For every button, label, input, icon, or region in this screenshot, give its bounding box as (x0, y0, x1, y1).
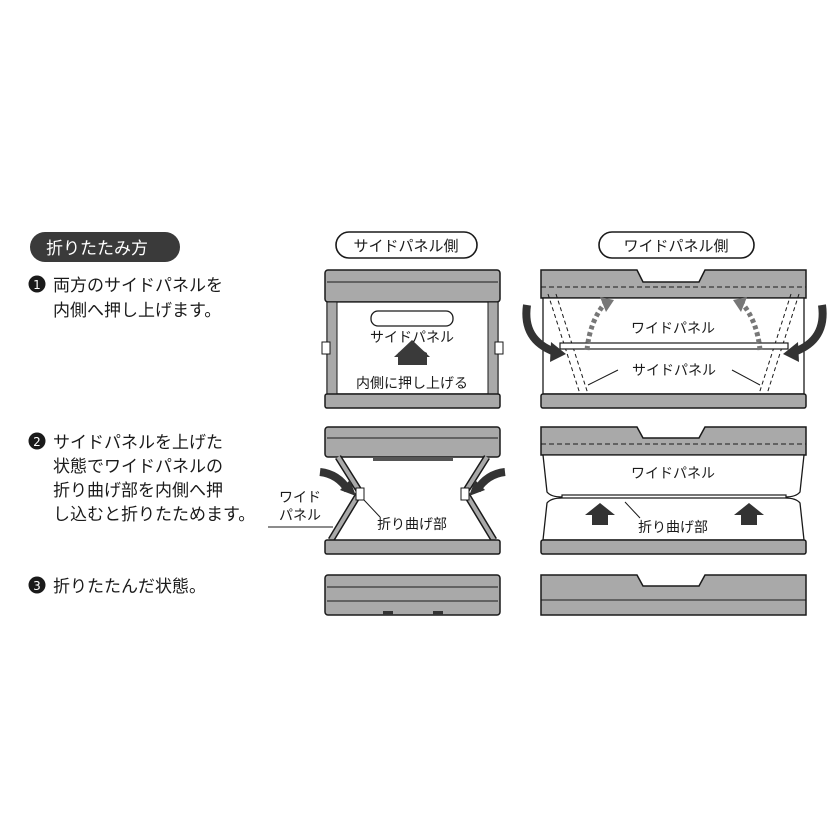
box-wide-view-step-1: ワイドパネル サイドパネル (522, 269, 827, 409)
box-side-view-step-1: サイドパネル 内側に押し上げる (321, 269, 504, 409)
step-2-line-4: し込むと折りたためます。 (53, 505, 255, 525)
step-3: 3 折りたたんだ状態。 (28, 576, 206, 597)
step-1-line-1: 両方のサイドパネルを (53, 276, 223, 296)
step-1-number: 1 (33, 278, 41, 292)
label-fold-part-2: 折り曲げ部 (638, 520, 708, 536)
step-2-line-1: サイドパネルを上げた (53, 433, 223, 453)
label-side-panel-2: サイドパネル (632, 363, 716, 379)
column-label-side: サイドパネル側 (335, 231, 478, 259)
box-side-view-folded (324, 574, 501, 616)
step-2: 2 サイドパネルを上げた 状態でワイドパネルの 折り曲げ部を内側へ押 し込むと折… (28, 432, 255, 525)
box-wide-view-step-2: ワイドパネル 折り曲げ部 (540, 426, 807, 555)
column-label-wide: ワイドパネル側 (598, 231, 755, 259)
svg-text:ワイドパネル側: ワイドパネル側 (623, 237, 728, 255)
step-2-line-3: 折り曲げ部を内側へ押 (53, 481, 223, 501)
box-wide-view-folded (540, 574, 807, 616)
svg-text:サイドパネル側: サイドパネル側 (353, 237, 458, 255)
heading-text: 折りたたみ方 (46, 239, 148, 259)
step-3-number: 3 (33, 579, 41, 593)
label-push-up: 内側に押し上げる (356, 376, 468, 392)
step-1-line-2: 内側へ押し上げます。 (53, 301, 221, 321)
label-wide-panel-2: ワイドパネル (631, 466, 715, 482)
step-3-line-1: 折りたたんだ状態。 (53, 577, 206, 597)
step-2-line-2: 状態でワイドパネルの (53, 457, 223, 477)
heading-badge: 折りたたみ方 (30, 232, 180, 262)
label-wide-line-2: パネル (279, 508, 321, 524)
label-fold-part: 折り曲げ部 (377, 517, 447, 533)
box-side-view-step-2: ワイド パネル 折り曲げ部 (268, 426, 506, 555)
label-wide-line-1: ワイド (279, 490, 321, 506)
label-wide-panel: ワイドパネル (631, 321, 715, 337)
step-1: 1 両方のサイドパネルを 内側へ押し上げます。 (28, 275, 223, 321)
label-side-panel: サイドパネル (370, 330, 454, 346)
step-2-number: 2 (33, 435, 41, 449)
